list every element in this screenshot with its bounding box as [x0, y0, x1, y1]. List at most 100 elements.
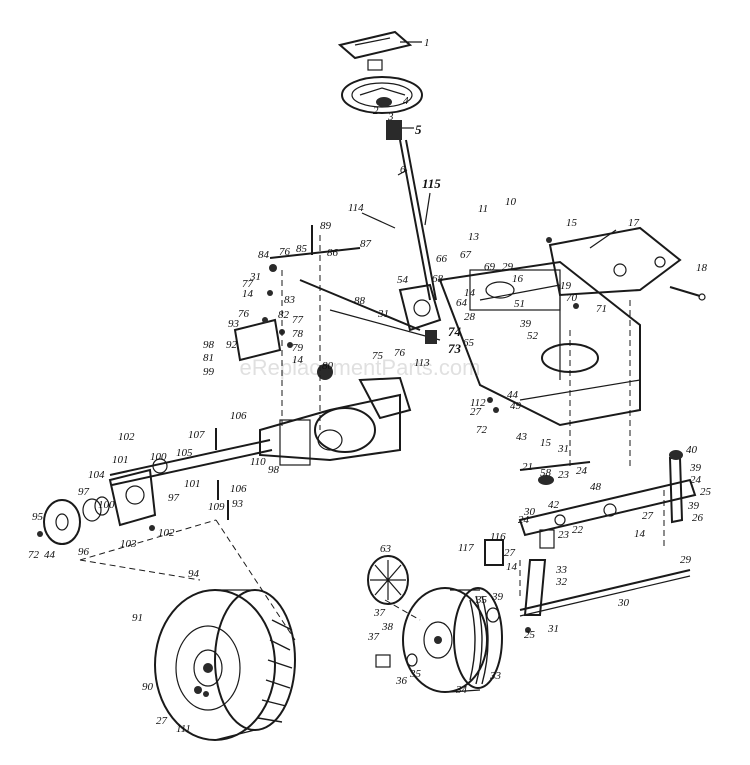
callout-29: 29 — [502, 261, 514, 273]
callout-93b: 93 — [232, 498, 244, 510]
callout-111: 111 — [176, 723, 191, 735]
callout-5: 5 — [415, 122, 422, 137]
rear-hub-bolts — [194, 686, 209, 697]
callout-18: 18 — [696, 262, 708, 274]
callout-30: 30 — [523, 506, 536, 518]
callout-25b: 25 — [524, 629, 536, 641]
callout-44: 44 — [507, 389, 519, 401]
callout-2: 2 — [373, 105, 379, 117]
callout-96: 96 — [78, 546, 90, 558]
callout-32: 32 — [555, 576, 568, 588]
callout-83: 83 — [284, 294, 296, 306]
callout-87: 87 — [360, 238, 372, 250]
callout-23: 23 — [558, 469, 570, 481]
callout-76b: 76 — [238, 308, 250, 320]
bolt-18 — [669, 286, 706, 301]
callout-31: 31 — [249, 271, 261, 283]
callout-3: 3 — [387, 111, 394, 123]
callout-21: 21 — [522, 461, 533, 473]
callout-4: 4 — [403, 95, 409, 107]
callout-99: 99 — [203, 366, 215, 378]
callout-14c: 14 — [292, 354, 304, 366]
dash-bracket — [548, 226, 682, 297]
spindle-right — [668, 450, 684, 524]
callout-29b: 29 — [680, 554, 692, 566]
callout-14: 14 — [242, 288, 254, 300]
callout-14d: 14 — [634, 528, 646, 540]
callout-13: 13 — [468, 231, 480, 243]
callout-10: 10 — [505, 196, 517, 208]
callout-77: 77 — [242, 278, 254, 290]
callout-33: 33 — [555, 564, 568, 576]
spindle-left — [523, 529, 555, 616]
callout-63: 63 — [380, 543, 392, 555]
bracket-left — [233, 318, 282, 362]
callout-34: 34 — [455, 684, 468, 696]
callout-37: 37 — [373, 607, 386, 619]
callout-76: 76 — [279, 246, 291, 258]
front-tire — [402, 587, 503, 693]
callout-24b: 24 — [690, 474, 702, 486]
callout-16: 16 — [512, 273, 524, 285]
callout-85: 85 — [296, 243, 308, 255]
callout-11: 11 — [478, 203, 488, 215]
callout-22: 22 — [572, 524, 584, 536]
callout-35: 35 — [475, 594, 488, 606]
callout-25: 25 — [700, 486, 712, 498]
callout-39b: 39 — [689, 462, 702, 474]
callout-117: 117 — [458, 542, 474, 554]
callout-40: 40 — [686, 444, 698, 456]
callout-14e: 14 — [506, 561, 518, 573]
axle-shaft — [109, 439, 273, 486]
callout-116: 116 — [490, 531, 506, 543]
callout-28: 28 — [464, 311, 476, 323]
callout-75: 75 — [372, 350, 384, 362]
callout-36: 36 — [395, 675, 408, 687]
callout-1: 1 — [424, 37, 430, 49]
callout-23b: 23 — [558, 529, 570, 541]
steering-arm — [519, 461, 591, 485]
callout-113: 113 — [414, 357, 430, 369]
callout-51: 51 — [514, 298, 525, 310]
callout-39c: 39 — [687, 500, 700, 512]
callout-112: 112 — [470, 397, 486, 409]
callout-14b: 14 — [464, 287, 476, 299]
callout-26: 26 — [692, 512, 704, 524]
callout-19: 19 — [560, 280, 572, 292]
steering-wheel — [341, 76, 423, 114]
callout-82: 82 — [278, 309, 290, 321]
callout-58: 58 — [540, 467, 552, 479]
alignment-lines — [79, 235, 665, 641]
callout-76c: 76 — [394, 347, 406, 359]
callout-77b: 77 — [292, 314, 304, 326]
callout-39: 39 — [519, 318, 532, 330]
callout-27b: 27 — [642, 510, 654, 522]
callout-42: 42 — [548, 499, 560, 511]
callout-6: 6 — [400, 164, 406, 176]
callout-100b: 100 — [98, 499, 115, 511]
callout-98: 98 — [203, 339, 215, 351]
drag-link — [269, 247, 441, 341]
callout-15: 15 — [566, 217, 578, 229]
callout-90: 90 — [142, 681, 154, 693]
bolts-misc — [37, 225, 579, 633]
callout-101b: 101 — [184, 478, 201, 490]
callout-31d: 31 — [547, 623, 559, 635]
callout-98b: 98 — [268, 464, 280, 476]
bracket-116 — [484, 539, 504, 566]
front-axle — [518, 478, 697, 537]
watermark-text: eReplacementParts.com — [240, 355, 481, 380]
callout-72b: 72 — [28, 549, 40, 561]
callout-66: 66 — [436, 253, 448, 265]
callout-71: 71 — [596, 303, 607, 315]
callout-74: 74 — [448, 324, 462, 339]
callout-labels: 1 2 3 4 5 6 115 114 11 10 15 17 89 84 76… — [28, 37, 712, 735]
callout-115: 115 — [422, 176, 441, 191]
callout-24: 24 — [576, 465, 588, 477]
callout-80: 80 — [322, 360, 334, 372]
callout-110: 110 — [250, 456, 266, 468]
callout-97: 97 — [168, 492, 180, 504]
callout-70: 70 — [566, 292, 578, 304]
callout-102: 102 — [118, 431, 135, 443]
callout-84: 84 — [258, 249, 270, 261]
